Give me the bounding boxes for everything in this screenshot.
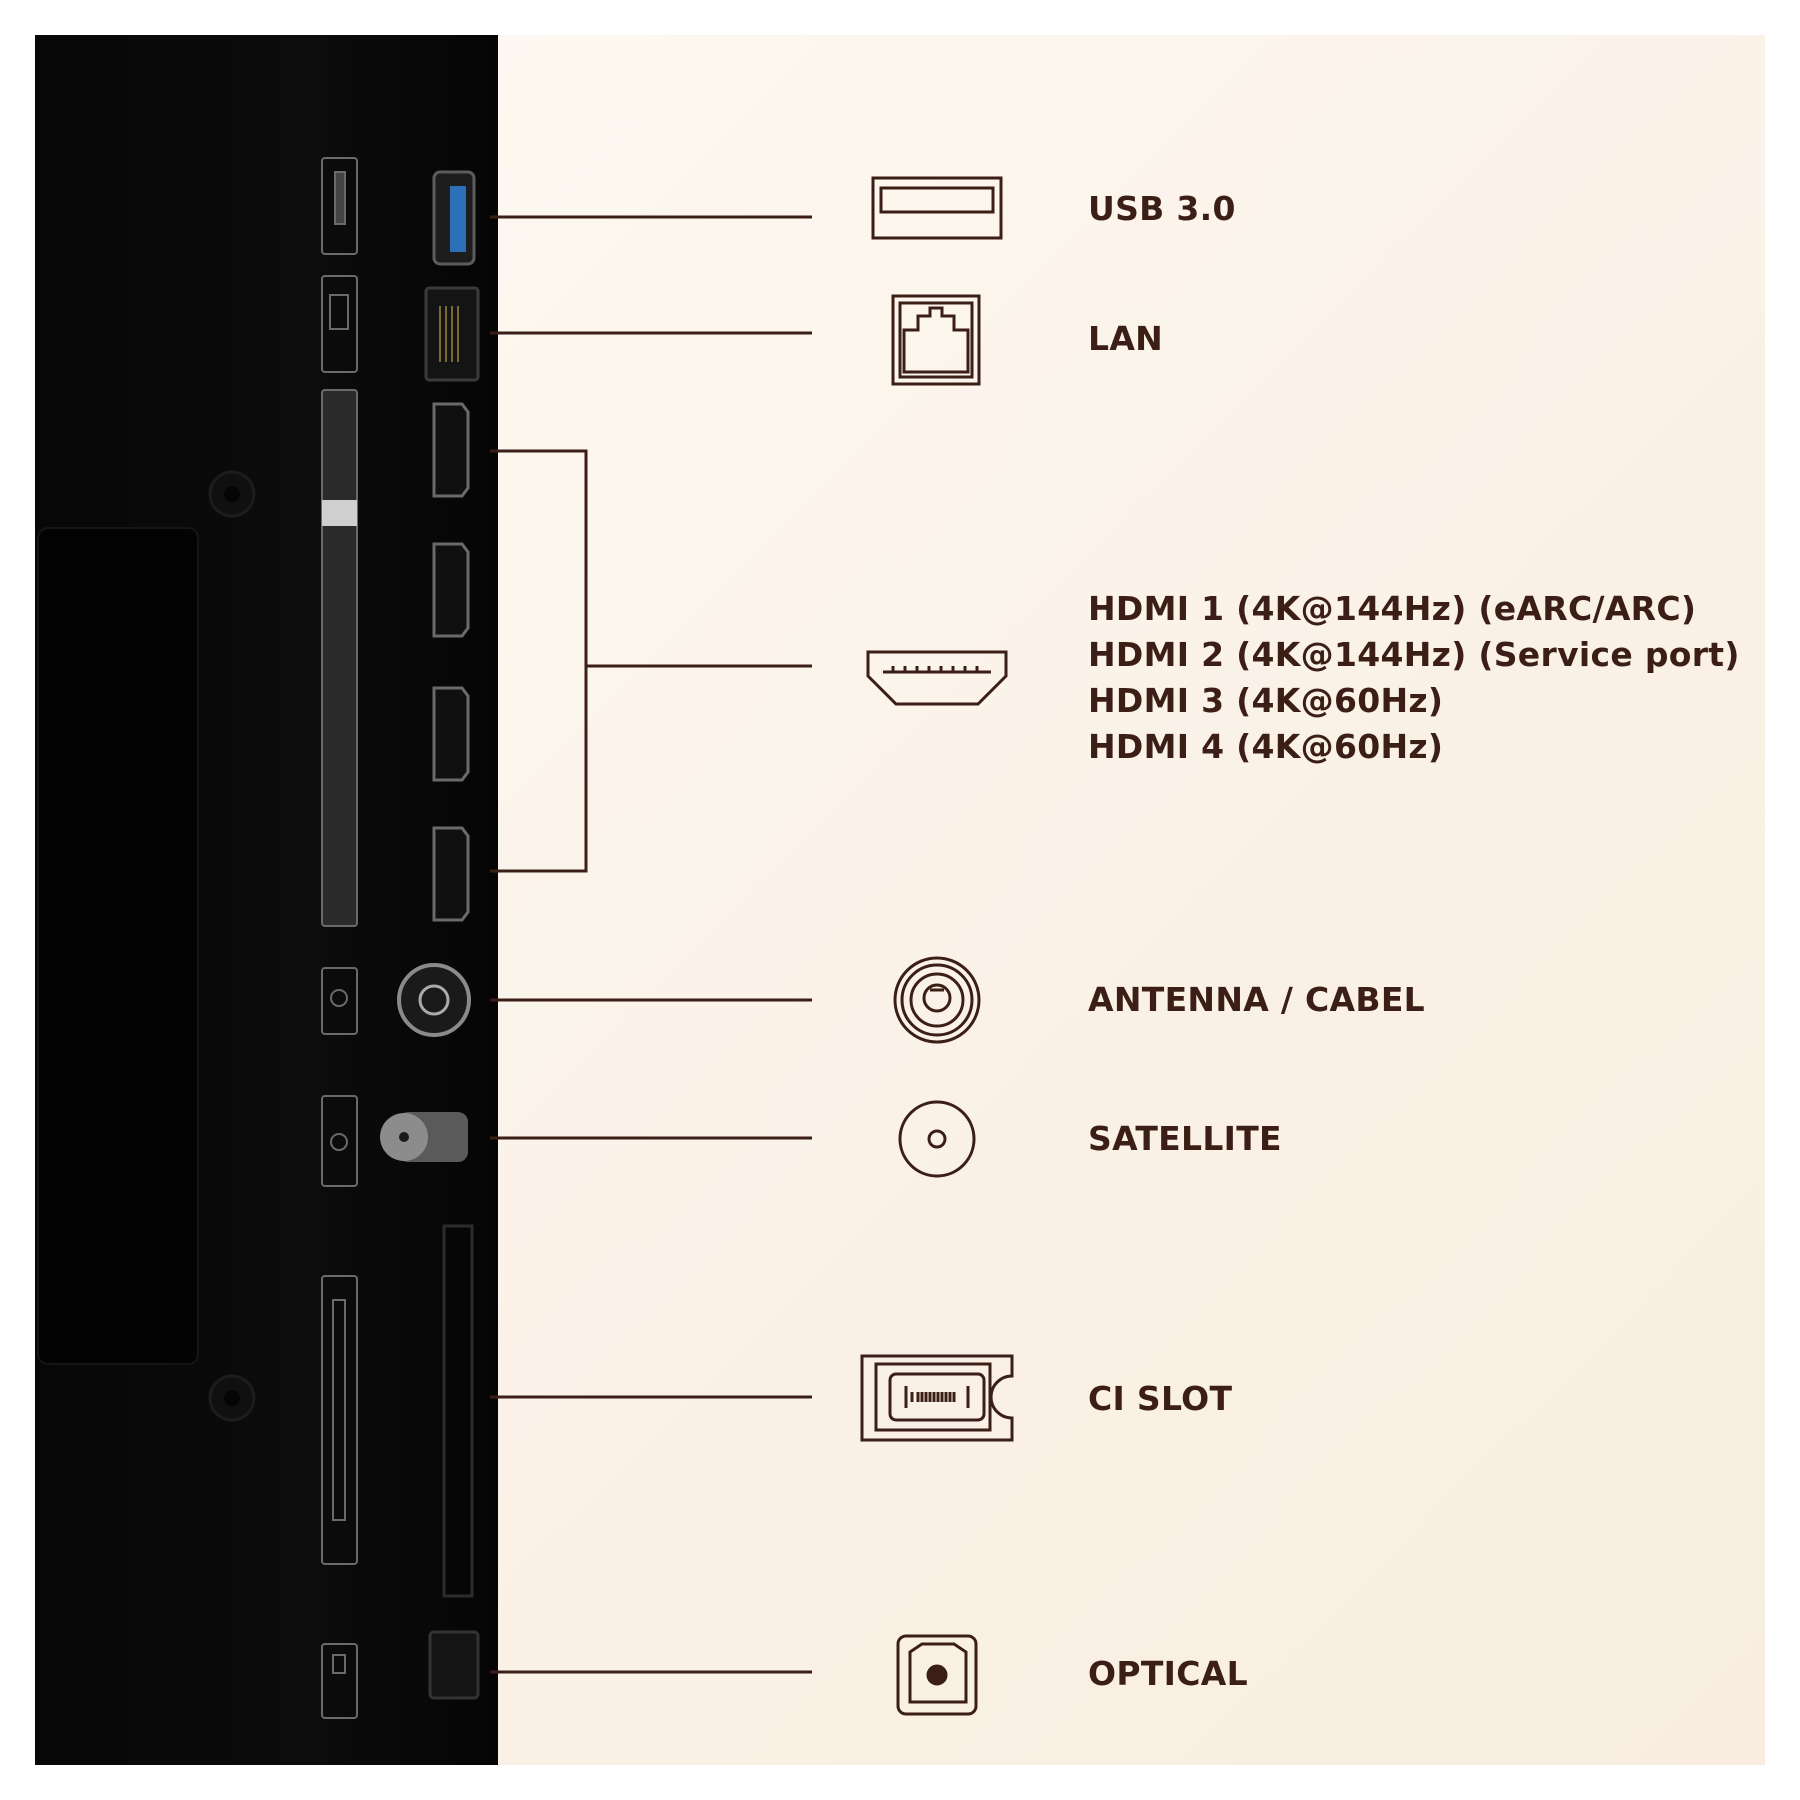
usb-port — [432, 170, 476, 266]
satellite-connector — [380, 1112, 468, 1162]
satellite-label: SATELLITE — [1088, 1119, 1282, 1158]
tv-body-details — [37, 470, 256, 1422]
hdmi-label-group: HDMI 1 (4K@144Hz) (eARC/ARC) HDMI 2 (4K@… — [1088, 586, 1740, 770]
optical-port — [428, 1630, 480, 1700]
hdmi-4-label: HDMI 4 (4K@60Hz) — [1088, 727, 1444, 766]
satellite-icon — [898, 1100, 976, 1178]
ci-slot-icon — [860, 1354, 1014, 1442]
antenna-connector — [397, 963, 471, 1037]
usb-icon — [871, 176, 1003, 240]
hdmi-1-label: HDMI 1 (4K@144Hz) (eARC/ARC) — [1088, 589, 1697, 628]
leader-lines — [490, 215, 812, 1674]
hdmi-bracket — [490, 449, 588, 873]
ethernet-icon — [891, 294, 981, 386]
hdmi-icon — [866, 650, 1008, 706]
lan-label: LAN — [1088, 319, 1164, 358]
port-diagram — [35, 35, 1765, 1765]
antenna-label: ANTENNA / CABEL — [1088, 980, 1425, 1019]
legend-panel — [498, 35, 1765, 1765]
optical-icon — [896, 1634, 978, 1716]
hdmi-3-label: HDMI 3 (4K@60Hz) — [1088, 681, 1444, 720]
hdmi-ports — [432, 402, 470, 922]
ci-slot-label: CI SLOT — [1088, 1379, 1233, 1418]
usb-label: USB 3.0 — [1088, 189, 1236, 228]
hdmi-2-label: HDMI 2 (4K@144Hz) (Service port) — [1088, 635, 1740, 674]
tv-physical-ports — [380, 170, 480, 1700]
antenna-icon — [893, 956, 981, 1044]
lan-port — [424, 286, 480, 382]
optical-label: OPTICAL — [1088, 1654, 1248, 1693]
tv-port-labels — [321, 157, 358, 1719]
ci-slot — [442, 1224, 474, 1598]
